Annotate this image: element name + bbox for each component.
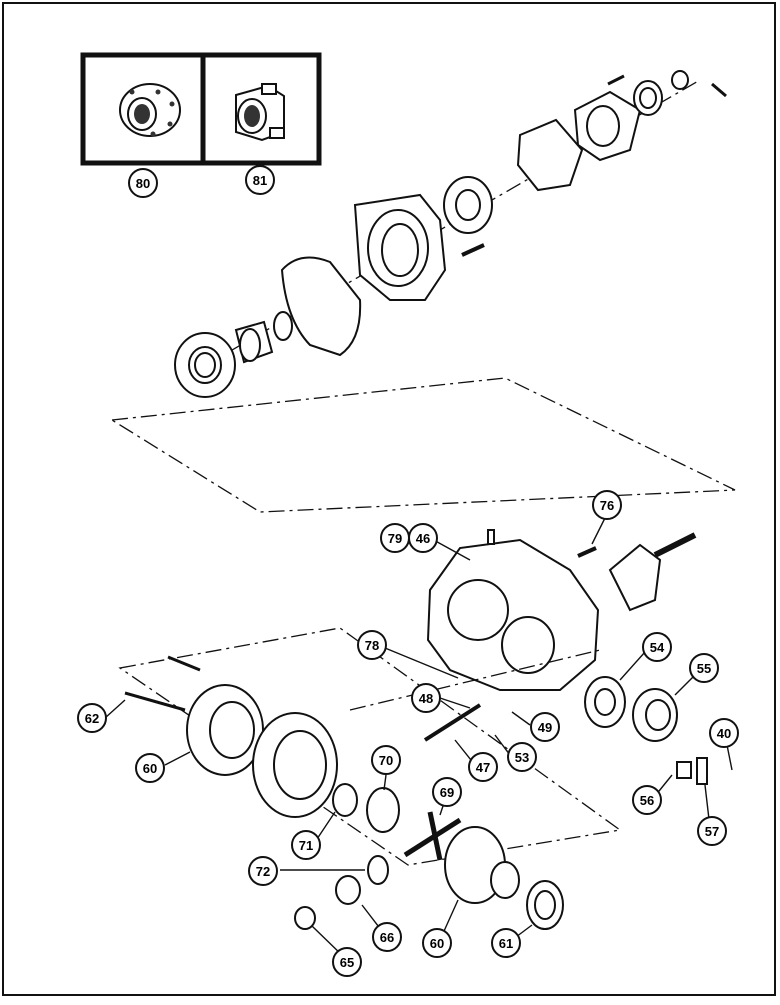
flange-80-illustration: [119, 83, 181, 137]
callout-78-label: 78: [365, 638, 379, 653]
callout-54: 54: [642, 632, 672, 662]
callout-80-label: 80: [136, 176, 150, 191]
callout-78: 78: [357, 630, 387, 660]
callout-80: 80: [128, 168, 158, 198]
callout-76: 76: [592, 490, 622, 520]
callout-60-upper: 60: [135, 753, 165, 783]
inset-box: [80, 52, 322, 166]
callout-60-lower-label: 60: [430, 936, 444, 951]
upper-assembly: [110, 70, 736, 513]
differential-assembly: [124, 655, 564, 930]
callout-49: 49: [530, 712, 560, 742]
callout-40-label: 40: [717, 726, 731, 741]
callout-65: 65: [332, 947, 362, 977]
callout-46-label: 46: [416, 531, 430, 546]
callout-65-label: 65: [340, 955, 354, 970]
callout-79-label: 79: [388, 531, 402, 546]
callout-62-label: 62: [85, 711, 99, 726]
callout-53-label: 53: [515, 750, 529, 765]
yoke-81-illustration: [235, 83, 285, 142]
callout-72-label: 72: [256, 864, 270, 879]
callout-53: 53: [507, 742, 537, 772]
callout-60-upper-label: 60: [143, 761, 157, 776]
callout-60-lower: 60: [422, 928, 452, 958]
callout-62: 62: [77, 703, 107, 733]
callout-69: 69: [432, 777, 462, 807]
callout-71-label: 71: [299, 838, 313, 853]
callout-61: 61: [491, 928, 521, 958]
callout-70: 70: [371, 745, 401, 775]
callout-54-label: 54: [650, 640, 665, 655]
callout-55: 55: [689, 653, 719, 683]
callout-76-label: 76: [600, 498, 614, 513]
callout-56-label: 56: [640, 793, 654, 808]
callouts: 80 81 76 79 46 78 54 55: [77, 165, 739, 977]
callout-71: 71: [291, 830, 321, 860]
callout-48-label: 48: [419, 691, 433, 706]
callout-48: 48: [411, 683, 441, 713]
callout-79: 79: [380, 523, 410, 553]
callout-66: 66: [372, 922, 402, 952]
callout-69-label: 69: [440, 785, 454, 800]
callout-57: 57: [697, 816, 727, 846]
carrier-assembly: [118, 529, 708, 866]
callout-66-label: 66: [380, 930, 394, 945]
callout-81-label: 81: [253, 173, 267, 188]
callout-40: 40: [709, 718, 739, 748]
callout-81: 81: [245, 165, 275, 195]
callout-57-label: 57: [705, 824, 719, 839]
callout-70-label: 70: [379, 753, 393, 768]
callout-55-label: 55: [697, 661, 711, 676]
callout-72: 72: [248, 856, 278, 886]
callout-61-label: 61: [499, 936, 513, 951]
callout-56: 56: [632, 785, 662, 815]
callout-47: 47: [468, 752, 498, 782]
callout-47-label: 47: [476, 760, 490, 775]
callout-49-label: 49: [538, 720, 552, 735]
callout-46: 46: [408, 523, 438, 553]
